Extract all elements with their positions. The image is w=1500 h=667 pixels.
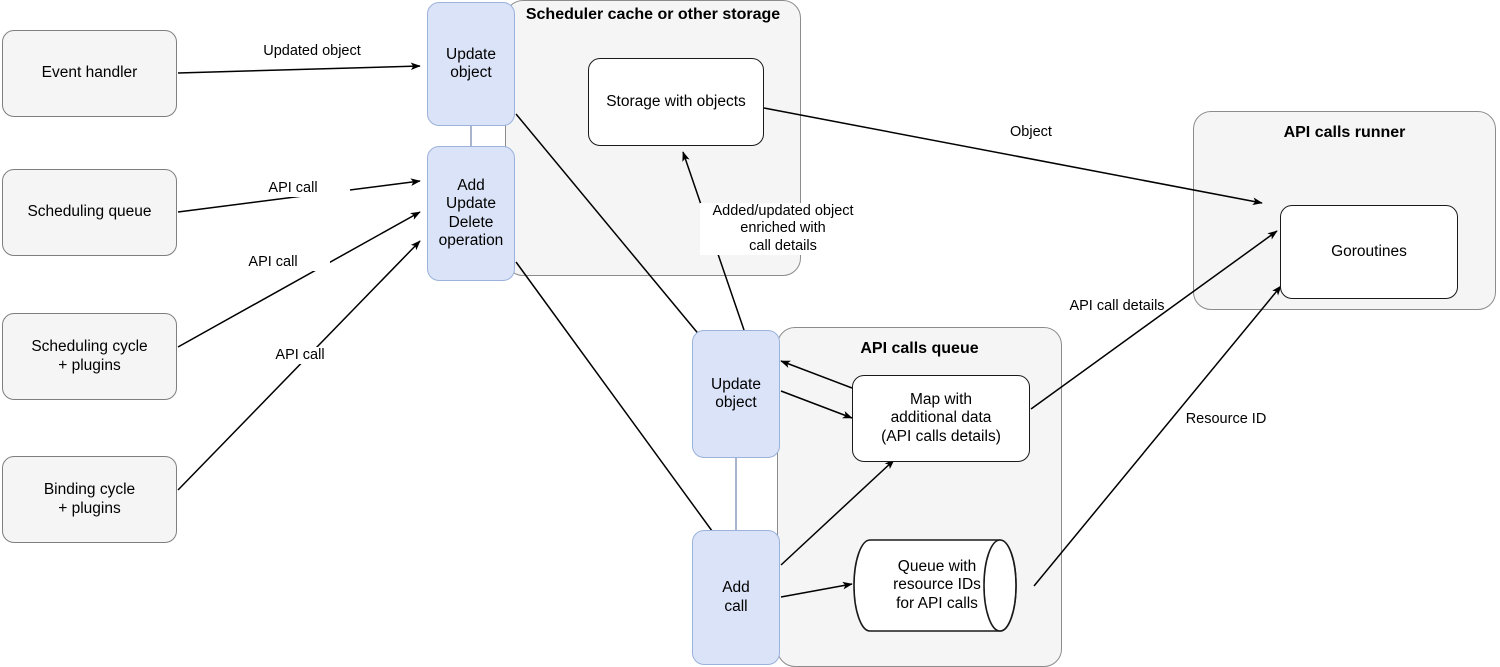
edge-add-call-to-queue-cylinder [780,581,853,598]
cylinder-shape [853,539,1017,632]
node-scheduling-queue[interactable]: Scheduling queue [2,169,177,256]
node-label-queue-resource-ids: Queue with resource IDs for API calls [893,558,981,612]
node-label-add-call: Add call [722,579,750,615]
edge-label-api-call-1: API call [236,180,350,198]
edge-storage-to-goroutines-object [763,107,1263,206]
edge-queue-to-goroutines-resource-id [1033,285,1282,587]
edge-label-added-updated-object: Added/updated object enriched with call … [700,203,866,256]
node-label-map-additional-data: Map with additional data (API calls deta… [881,391,1001,445]
node-label-scheduling-cycle: Scheduling cycle + plugins [31,338,148,374]
node-label-binding-cycle: Binding cycle + plugins [43,481,136,517]
edge-label-resource-id: Resource ID [1185,411,1267,427]
container-title-scheduler-cache: Scheduler cache or other storage [525,6,781,23]
node-label-goroutines: Goroutines [1331,242,1407,260]
node-storage-with-objects[interactable]: Storage with objects [588,58,764,146]
edge-label-api-call-3: API call [243,347,357,365]
edge-scheduling-cycle-to-operation [177,211,421,348]
edge-add-call-to-map [780,459,895,566]
node-label-add-update-delete-operation: Add Update Delete operation [438,176,504,249]
edge-binding-cycle-to-operation [177,240,421,491]
edge-map-to-queue-update-object [780,360,853,389]
node-label-scheduling-queue: Scheduling queue [27,203,152,221]
node-event-handler[interactable]: Event handler [2,30,177,117]
container-title-api-calls-runner: API calls runner [1283,124,1406,141]
edge-operation-to-add-call [515,261,724,547]
node-label-update-object-left: Update object [446,45,496,81]
edge-label-updated-object: Updated object [263,43,361,59]
node-add-update-delete-operation[interactable]: Add Update Delete operation [427,146,515,281]
node-label-storage-with-objects: Storage with objects [606,92,746,110]
edge-label-object: Object [1010,124,1052,140]
edge-label-api-call-2: API call [216,254,330,272]
node-scheduling-cycle[interactable]: Scheduling cycle + plugins [2,313,177,400]
edge-update-object-to-queue-update-object [515,113,731,373]
edge-event-handler-to-update-object [177,62,421,74]
edge-map-to-goroutines-api-call-details [1030,230,1278,410]
node-queue-resource-ids[interactable]: Queue with resource IDs for API calls [852,538,1032,633]
node-binding-cycle[interactable]: Binding cycle + plugins [2,456,177,543]
node-label-event-handler: Event handler [41,64,138,82]
container-title-api-calls-queue: API calls queue [860,340,979,357]
edge-label-api-call-details: API call details [1069,298,1165,314]
node-update-object-left[interactable]: Update object [427,2,515,126]
node-goroutines[interactable]: Goroutines [1280,205,1458,299]
node-update-object-queue[interactable]: Update object [692,330,780,458]
node-map-additional-data[interactable]: Map with additional data (API calls deta… [852,375,1030,462]
node-add-call[interactable]: Add call [692,530,780,665]
edge-queue-update-object-to-map [780,390,853,419]
node-label-update-object-queue: Update object [711,375,761,411]
